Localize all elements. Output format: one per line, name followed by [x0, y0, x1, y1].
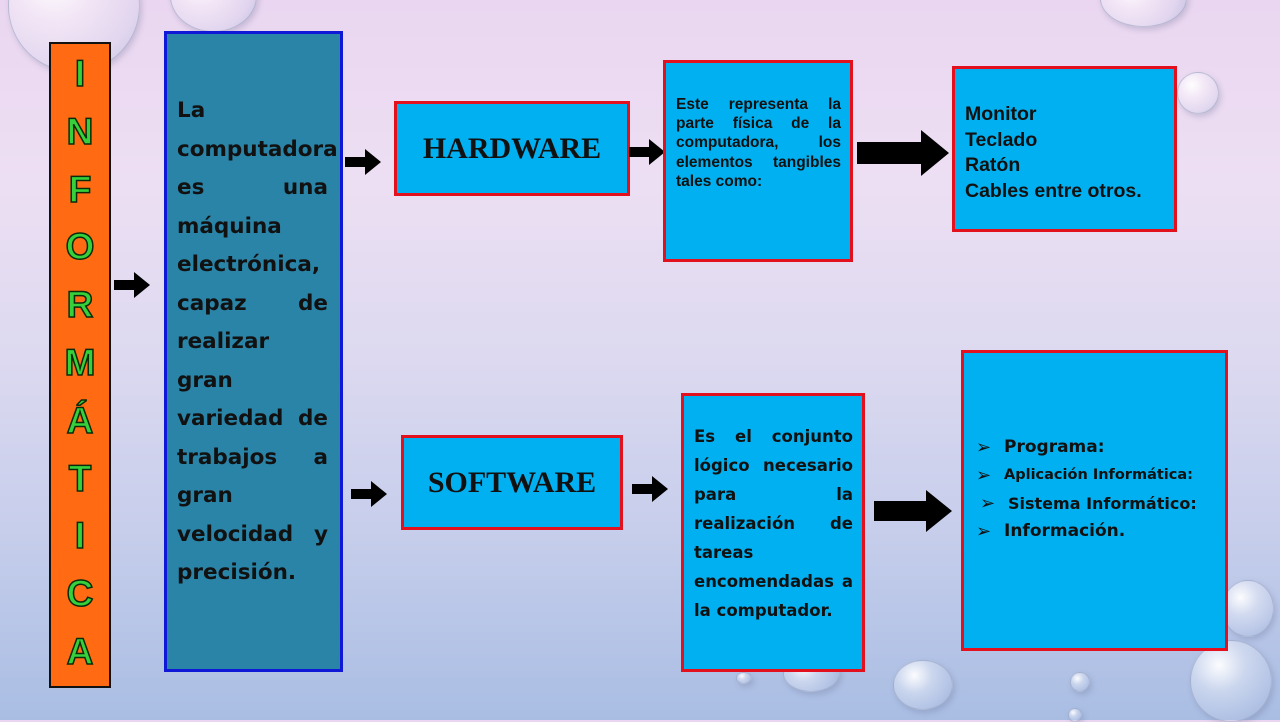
title-letter: M [64, 341, 96, 384]
software-item: Información. [1004, 521, 1126, 541]
hardware-items-box: Monitor Teclado Ratón Cables entre otros… [952, 66, 1177, 232]
list-item: ➢ Información. [976, 517, 1219, 545]
hardware-item: Cables entre otros. [965, 179, 1142, 202]
bubble-decoration [736, 672, 752, 684]
arrow-bullet-icon: ➢ [976, 464, 992, 486]
title-letter: F [68, 168, 92, 210]
arrow-right-icon [857, 130, 949, 176]
software-items-box: ➢ Programa: ➢ Aplicación Informática: ➢ … [961, 350, 1228, 651]
arrow-right-icon [629, 139, 665, 165]
list-item: ➢ Sistema Informático: [976, 489, 1219, 517]
software-item: Sistema Informático: [1008, 493, 1197, 513]
hardware-item: Monitor [965, 103, 1037, 125]
software-title: SOFTWARE [427, 465, 597, 499]
bubble-decoration [1177, 72, 1219, 114]
title-letter: Á [66, 399, 94, 442]
software-title-box: SOFTWARE [401, 435, 623, 530]
hardware-item: Ratón [965, 154, 1021, 176]
arrow-bullet-icon: ➢ [980, 492, 996, 514]
bubble-decoration [1070, 672, 1090, 692]
software-item: Programa: [1004, 437, 1105, 457]
title-letter: O [65, 226, 95, 268]
title-letter: T [68, 457, 92, 499]
title-letter: N [66, 110, 94, 153]
software-description-box: Es el conjunto lógico necesario para la … [681, 393, 865, 672]
arrow-right-icon [351, 481, 387, 507]
informatica-title: I N F O R M Á T I C A [49, 42, 111, 688]
title-letter: I [74, 515, 86, 557]
arrow-right-icon [632, 476, 668, 502]
title-letter: C [66, 573, 94, 615]
bubble-decoration [1100, 0, 1187, 27]
arrow-bullet-icon: ➢ [976, 520, 992, 542]
bubble-decoration [170, 0, 257, 32]
list-item: ➢ Programa: [976, 433, 1219, 461]
title-letter: I [74, 53, 86, 95]
hardware-item: Teclado [965, 128, 1038, 151]
title-letter: A [66, 630, 94, 673]
bubble-decoration [1222, 580, 1274, 637]
arrow-bullet-icon: ➢ [976, 436, 992, 458]
definition-box: La computadora es una máquina electrónic… [164, 31, 343, 672]
bubble-decoration [1190, 640, 1272, 722]
arrow-right-icon [874, 490, 952, 532]
bubble-decoration [893, 660, 953, 710]
arrow-right-icon [114, 272, 150, 298]
arrow-right-icon [345, 149, 381, 175]
hardware-description-box: Este representa la parte física de la co… [663, 60, 853, 262]
hardware-title: HARDWARE [422, 131, 602, 165]
list-item: ➢ Aplicación Informática: [976, 461, 1219, 489]
hardware-title-box: HARDWARE [394, 101, 630, 196]
software-item: Aplicación Informática: [1004, 467, 1193, 483]
title-letter: R [66, 284, 94, 326]
